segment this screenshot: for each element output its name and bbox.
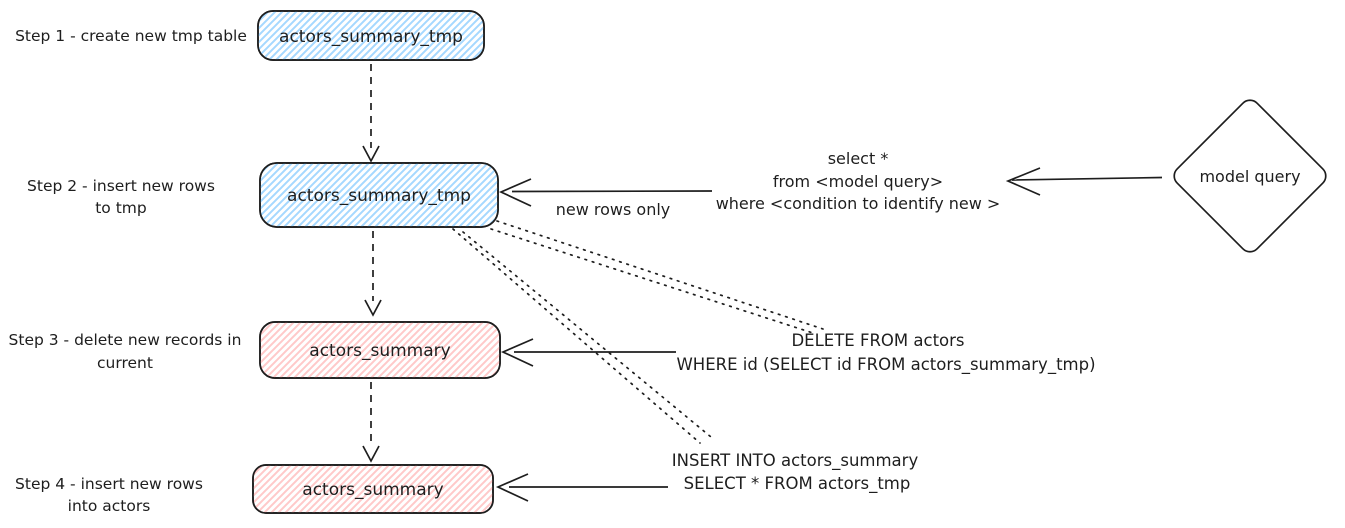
insert-sql-text: INSERT INTO actors_summary SELECT * FROM… xyxy=(672,451,919,494)
arrow-select-to-step2-line xyxy=(511,190,713,193)
arrow-step2-to-step3-head-icon xyxy=(364,299,382,317)
arrow-modelquery-to-select-line xyxy=(1011,176,1163,181)
step3-label-line1: Step 3 - delete new records in xyxy=(9,331,242,349)
step4-node-box xyxy=(252,464,494,514)
arrow-step1-to-step2-head-icon xyxy=(362,145,380,163)
model-query-label: model query xyxy=(1199,167,1300,186)
arrow-delete-to-step3 xyxy=(500,338,676,367)
step4-label: Step 4 - insert new rows into actors xyxy=(15,475,203,515)
delete-sql-line2: WHERE id (SELECT id FROM actors_summary_… xyxy=(676,355,1095,375)
step4-node: actors_summary xyxy=(252,464,494,514)
arrow-modelquery-to-select xyxy=(1005,167,1163,196)
step4-node-label: actors_summary xyxy=(302,480,443,500)
arrow-insert-to-step4 xyxy=(495,473,668,502)
step3-node-box xyxy=(259,321,501,379)
arrow-select-to-step2 xyxy=(498,178,713,207)
delete-sql-line1: DELETE FROM actors xyxy=(791,331,964,350)
insert-sql-line1: INSERT INTO actors_summary xyxy=(672,451,919,471)
step3-label: Step 3 - delete new records in current xyxy=(9,331,242,372)
dotted-link-insert-line2 xyxy=(462,231,712,438)
arrow-select-to-step2-head-icon xyxy=(498,178,532,207)
dotted-link-step2-to-delete-sql xyxy=(490,220,824,335)
model-query-node: model query xyxy=(1173,99,1327,253)
step1-node: actors_summary_tmp xyxy=(257,10,485,61)
step4-label-line2: into actors xyxy=(68,497,151,515)
arrow-step2-to-step3 xyxy=(364,231,382,317)
arrow-step3-to-step4-head-icon xyxy=(362,445,380,463)
step2-label-line2: to tmp xyxy=(95,199,147,217)
select-query-line1: select * xyxy=(828,149,889,168)
arrow-insert-to-step4-head-icon xyxy=(495,473,529,502)
arrow-delete-to-step3-head-icon xyxy=(500,338,534,367)
step3-node: actors_summary xyxy=(259,321,501,379)
arrow-step3-to-step4 xyxy=(362,382,380,463)
arrow-step1-to-step2 xyxy=(362,64,380,163)
step2-node: actors_summary_tmp xyxy=(259,162,499,228)
step1-node-box xyxy=(257,10,485,61)
select-query-line2: from <model query> xyxy=(773,172,943,191)
step1-node-label: actors_summary_tmp xyxy=(279,27,463,47)
step2-label-line1: Step 2 - insert new rows xyxy=(27,177,215,195)
dotted-link-insert-line1 xyxy=(452,228,701,444)
dotted-link-delete-line1 xyxy=(496,220,824,330)
new-rows-only-label: new rows only xyxy=(556,200,671,219)
step2-label: Step 2 - insert new rows to tmp xyxy=(27,177,215,217)
select-query-text: select * from <model query> where <condi… xyxy=(716,149,1001,213)
step1-label: Step 1 - create new tmp table xyxy=(15,27,247,45)
arrow-modelquery-to-select-head-icon xyxy=(1005,167,1041,196)
dotted-link-step2-to-insert-sql xyxy=(452,228,712,444)
step3-label-line2: current xyxy=(97,354,153,372)
dotted-link-delete-line2 xyxy=(490,228,817,335)
insert-sql-line2: SELECT * FROM actors_tmp xyxy=(684,474,911,494)
model-query-diamond xyxy=(1173,99,1327,253)
step1-label-line1: Step 1 - create new tmp table xyxy=(15,27,247,45)
step3-node-label: actors_summary xyxy=(309,341,450,361)
step2-node-label: actors_summary_tmp xyxy=(287,186,471,206)
step4-label-line1: Step 4 - insert new rows xyxy=(15,475,203,493)
step2-node-box xyxy=(259,162,499,228)
select-query-line3: where <condition to identify new > xyxy=(716,194,1001,213)
delete-sql-text: DELETE FROM actors WHERE id (SELECT id F… xyxy=(676,331,1095,375)
